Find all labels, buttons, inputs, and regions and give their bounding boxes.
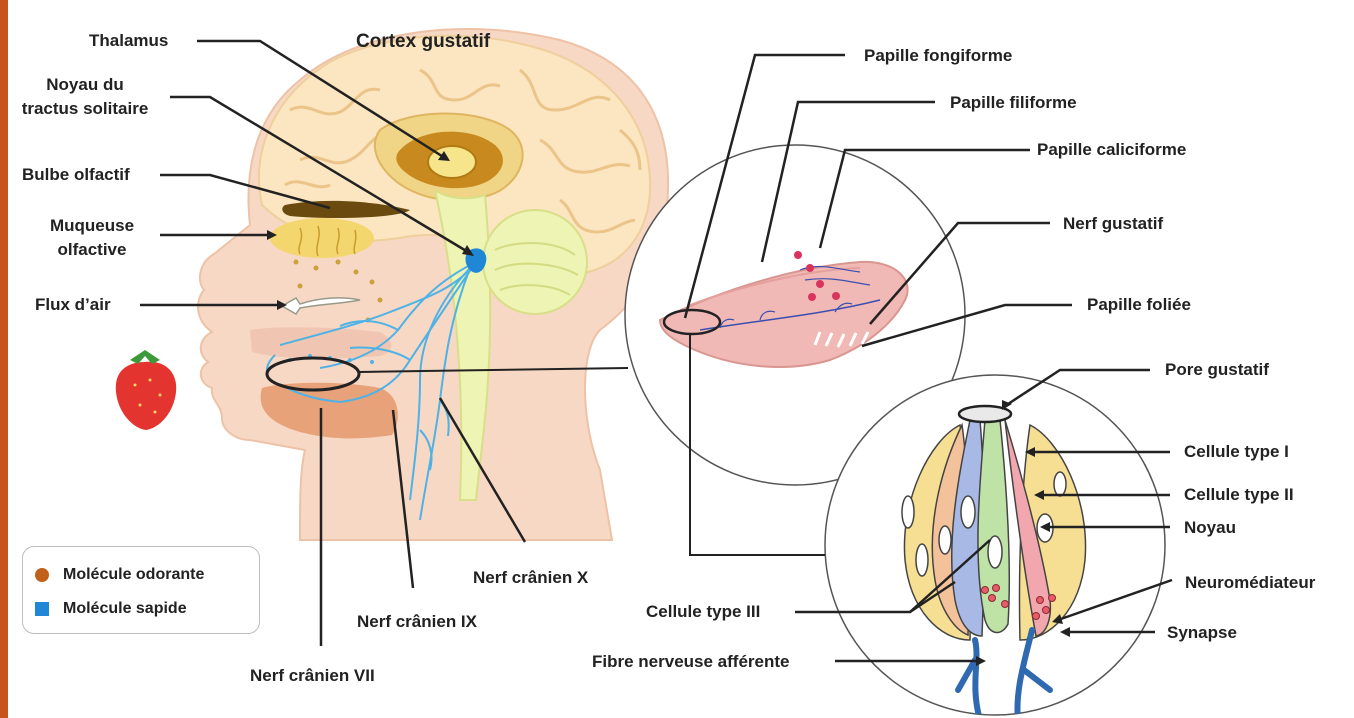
- pore-gustatif-label: Pore gustatif: [1165, 358, 1269, 382]
- nerf-cranien-ix-label: Nerf crânien IX: [357, 610, 477, 634]
- flux-air-label: Flux d’air: [35, 293, 111, 317]
- cerebellum: [483, 210, 587, 314]
- papille-fongiforme-label: Papille fongiforme: [864, 44, 1012, 68]
- taste-bud-zoom-circle: [825, 375, 1165, 718]
- legend-item-sapide: Molécule sapide: [35, 597, 187, 621]
- upper-jaw: [250, 327, 391, 358]
- nerf-cranien-vii-label: Nerf crânien VII: [250, 664, 375, 688]
- papille-foliee-label: Papille foliée: [1087, 293, 1191, 317]
- strawberry-image: [116, 350, 176, 430]
- cellule-type-1-label: Cellule type I: [1184, 440, 1289, 464]
- muqueuse-label-line2: olfactive: [32, 238, 152, 262]
- sapide-swatch: [35, 602, 49, 616]
- noyau-tractus-label: Noyau du tractus solitaire: [10, 73, 160, 121]
- papille-caliciforme-label: Papille caliciforme: [1037, 138, 1186, 162]
- olfactory-mucosa: [270, 218, 374, 258]
- cellule-type-2-label: Cellule type II: [1184, 483, 1294, 507]
- nerf-cranien-x-label: Nerf crânien X: [473, 566, 588, 590]
- bulbe-olfactif-label: Bulbe olfactif: [22, 163, 130, 187]
- cellule-type-3-label: Cellule type III: [646, 600, 760, 624]
- muqueuse-label-line1: Muqueuse: [32, 214, 152, 238]
- noyau-label: Noyau: [1184, 516, 1236, 540]
- nerf-gustatif-label: Nerf gustatif: [1063, 212, 1163, 236]
- legend: Molécule odorante Molécule sapide: [22, 546, 260, 634]
- synapse-label: Synapse: [1167, 621, 1237, 645]
- neuromediateur-label: Neuromédiateur: [1185, 571, 1315, 595]
- muqueuse-olfactive-label: Muqueuse olfactive: [32, 214, 152, 262]
- odorante-swatch: [35, 568, 49, 582]
- noyau-tractus-label-line2: tractus solitaire: [10, 97, 160, 121]
- fibre-nerveuse-label: Fibre nerveuse afférente: [592, 650, 789, 674]
- noyau-tractus-label-line1: Noyau du: [10, 73, 160, 97]
- cortex-gustatif-label: Cortex gustatif: [356, 30, 490, 54]
- thalamus-label: Thalamus: [89, 29, 168, 53]
- papille-filiforme-label: Papille filiforme: [950, 91, 1077, 115]
- legend-label-sapide: Molécule sapide: [63, 600, 187, 618]
- legend-item-odorante: Molécule odorante: [35, 563, 204, 587]
- head-illustration: [116, 29, 668, 540]
- legend-label-odorante: Molécule odorante: [63, 566, 204, 584]
